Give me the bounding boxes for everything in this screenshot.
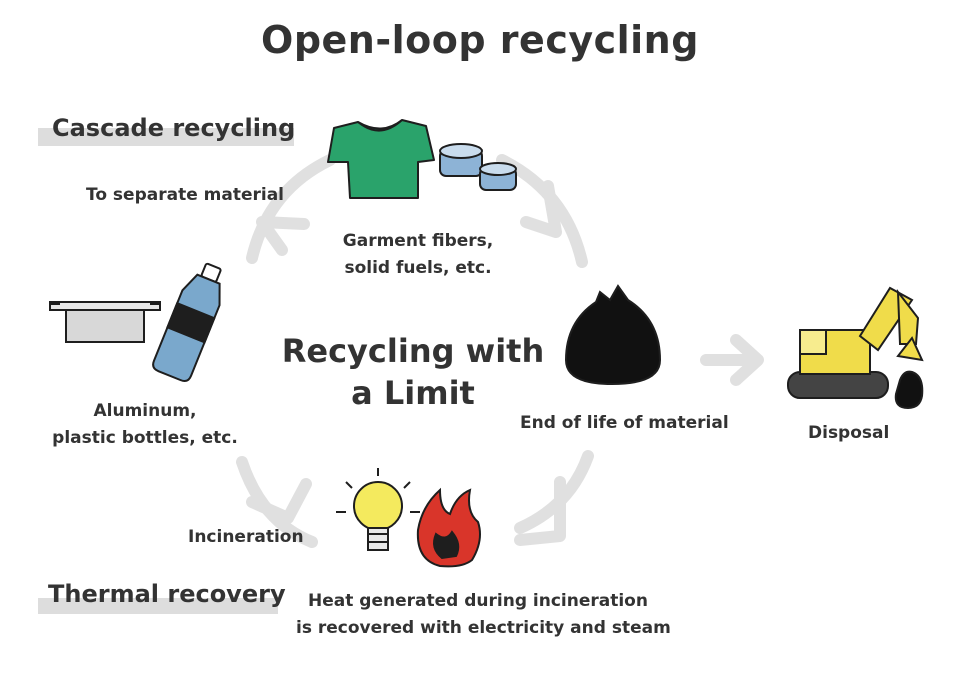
pot-icon [49, 301, 161, 343]
disposal-label: Disposal [808, 423, 890, 443]
thermal-heading-bar [38, 598, 278, 614]
cycle-arrowhead-top-left [256, 216, 310, 256]
solid-fuel-icon [439, 143, 517, 191]
separate-material-label: To separate material [86, 185, 285, 205]
aluminum-label: Aluminum, plastic bottles, etc. [40, 398, 250, 452]
garment-fibers-label: Garment fibers, solid fuels, etc. [318, 228, 518, 282]
garbage-bag-icon [564, 284, 662, 386]
fire-icon [416, 487, 481, 568]
cycle-arrowhead-bottom-left [246, 478, 312, 524]
center-label-line1: Recycling with [281, 332, 545, 370]
garment-label-line1: Garment fibers, [342, 231, 494, 251]
excavator-icon [787, 286, 924, 410]
aluminum-label-line1: Aluminum, [93, 401, 197, 421]
disposal-arrow [700, 334, 764, 386]
cascade-heading-bar [38, 128, 294, 146]
heat-label-line1: Heat generated during incineration [308, 591, 648, 611]
light-bulb-icon [336, 468, 420, 551]
plastic-bottle-icon [152, 262, 222, 382]
end-of-life-label: End of life of material [520, 413, 729, 433]
heat-recovery-label: Heat generated during incineration is re… [296, 588, 671, 642]
t-shirt-icon [327, 119, 435, 199]
heat-label-line2: is recovered with electricity and steam [296, 618, 671, 638]
thermal-recovery-heading: Thermal recovery [48, 580, 286, 608]
cycle-arrowhead-bottom-right [514, 476, 566, 546]
cycle-arc-top-left [246, 154, 336, 264]
cycle-arrowhead-top-right [520, 180, 562, 238]
aluminum-label-line2: plastic bottles, etc. [52, 428, 238, 448]
center-label: Recycling with a Limit [278, 330, 548, 414]
garment-label-line2: solid fuels, etc. [344, 258, 492, 278]
diagram-title: Open-loop recycling [261, 18, 699, 62]
center-label-line2: a Limit [351, 374, 475, 412]
incineration-label: Incineration [188, 527, 304, 547]
cascade-recycling-heading: Cascade recycling [52, 114, 296, 142]
